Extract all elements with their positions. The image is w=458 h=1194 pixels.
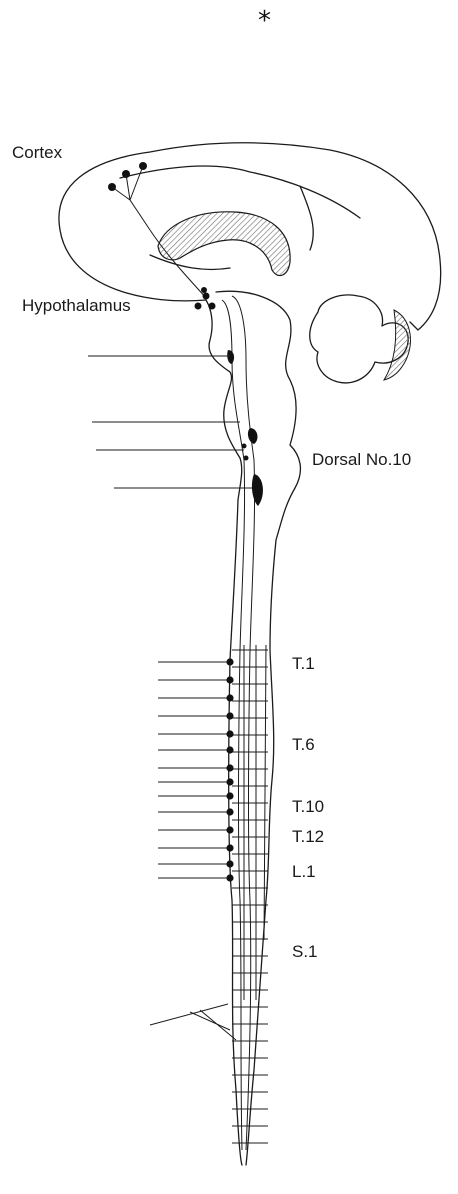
hypothalamus-neuron xyxy=(209,303,216,310)
label-t6: T.6 xyxy=(292,736,315,753)
label-dorsal-no10: Dorsal No.10 xyxy=(312,451,411,468)
sympathetic-neuron xyxy=(226,712,233,719)
central-canal-right xyxy=(232,296,255,1150)
sympathetic-neuron xyxy=(226,676,233,683)
label-t10: T.10 xyxy=(292,798,324,815)
pelvic-nerve xyxy=(150,1004,228,1025)
nucleus-small-2 xyxy=(244,456,249,461)
label-t12: T.12 xyxy=(292,828,324,845)
sympathetic-neuron xyxy=(226,844,233,851)
nucleus-pons xyxy=(248,428,258,444)
sympathetic-neuron xyxy=(226,874,233,881)
label-s1: S.1 xyxy=(292,943,318,960)
brain-sulcus xyxy=(120,166,360,218)
label-l1: L.1 xyxy=(292,863,316,880)
hypothalamus-neuron xyxy=(203,293,210,300)
hypothalamus-neuron xyxy=(195,303,202,310)
brainstem-left xyxy=(206,300,242,1165)
label-cortex: Cortex xyxy=(12,144,62,161)
sympathetic-neuron xyxy=(226,764,233,771)
brain-sulcus-2 xyxy=(300,186,313,250)
sympathetic-neuron xyxy=(226,778,233,785)
nucleus-midbrain xyxy=(227,350,234,364)
sympathetic-neuron xyxy=(226,694,233,701)
sympathetic-neuron xyxy=(226,792,233,799)
brain-sulcus-3 xyxy=(150,255,230,269)
label-hypothalamus: Hypothalamus xyxy=(22,297,131,314)
sympathetic-neuron xyxy=(226,826,233,833)
sympathetic-neuron xyxy=(226,658,233,665)
nucleus-dorsal-vagus xyxy=(252,474,263,506)
sympathetic-neuron xyxy=(226,730,233,737)
pelvic-nerve xyxy=(200,1010,236,1040)
label-t1: T.1 xyxy=(292,655,315,672)
cerebellum-hatch xyxy=(384,310,410,380)
sympathetic-neuron xyxy=(226,808,233,815)
sympathetic-neuron xyxy=(226,860,233,867)
hypothalamus-neuron xyxy=(201,287,207,293)
pelvic-nerve xyxy=(190,1012,230,1030)
nucleus-small xyxy=(242,444,247,449)
sympathetic-outflow xyxy=(158,658,234,881)
sympathetic-neuron xyxy=(226,746,233,753)
marker-asterisk: * xyxy=(258,8,271,34)
